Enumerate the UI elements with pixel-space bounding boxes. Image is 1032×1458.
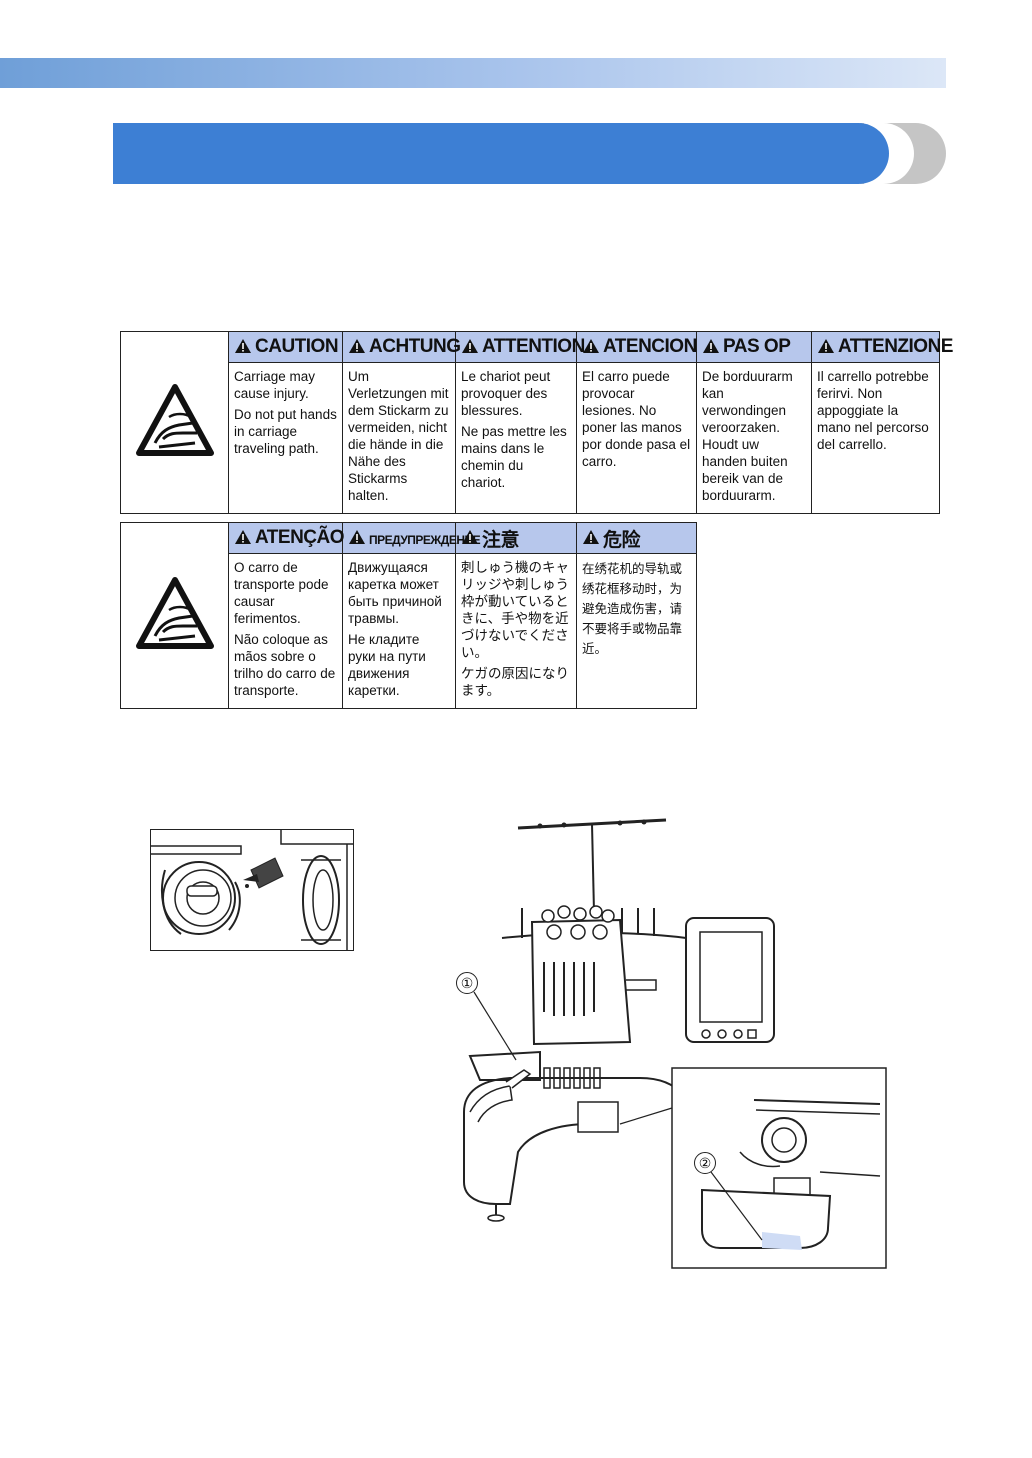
warning-text-ru: Движущаяся каретка может быть причиной т… — [342, 553, 456, 709]
header-attention: ATTENTION — [455, 331, 585, 363]
warning-text-ja: 刺しゅう機のキャリッジや刺しゅう枠が動いているときに、手や物を近づけないでくださ… — [455, 553, 577, 709]
hand-pinch-warning-icon — [120, 522, 229, 709]
embroidery-machine-illustration: ① ② — [440, 812, 900, 1272]
header-caution: CAUTION — [228, 331, 343, 363]
warning-triangle-icon — [462, 530, 478, 545]
header-weixian: 危险 — [576, 522, 697, 554]
callout-2: ② — [694, 1152, 716, 1174]
warning-text-fr: Le chariot peut provoquer des blessures.… — [455, 362, 577, 514]
warning-triangle-icon — [235, 339, 251, 353]
header-chuui: 注意 — [455, 522, 577, 554]
header-preduprezhdenie: ПРЕДУПРЕЖДЕНИЕ — [342, 522, 481, 554]
header-atencion: ATENCION — [576, 331, 697, 363]
warning-label-table-2: ATENÇÃO ПРЕДУПРЕЖДЕНИЕ 注意 危险 O carro de … — [120, 522, 697, 709]
header-band — [0, 58, 946, 88]
warning-triangle-icon — [349, 339, 365, 353]
warning-text-en: Carriage may cause injury.Do not put han… — [228, 362, 343, 514]
warning-text-pt: O carro de transporte pode causar ferime… — [228, 553, 343, 709]
warning-text-es: El carro puede provocar lesiones. No pon… — [576, 362, 697, 514]
warning-triangle-icon — [462, 339, 478, 353]
header-attenzione: ATTENZIONE — [811, 331, 953, 363]
warning-text-it: Il carrello potrebbe ferirvi. Non appogg… — [811, 362, 940, 514]
callout-1: ① — [456, 972, 478, 994]
warning-triangle-icon — [703, 339, 719, 353]
warning-triangle-icon — [583, 530, 599, 545]
header-atencao: ATENÇÃO — [228, 522, 345, 554]
hook-oiling-illustration — [150, 829, 354, 951]
warning-triangle-icon — [583, 339, 599, 353]
warning-label-table-1: CAUTION ACHTUNG ATTENTION ATENCION PAS O… — [120, 331, 953, 514]
header-pas-op: PAS OP — [696, 331, 812, 363]
header-achtung: ACHTUNG — [342, 331, 461, 363]
warning-triangle-icon — [349, 530, 365, 545]
warning-text-nl: De borduurarm kan verwondingen veroorzak… — [696, 362, 812, 514]
hand-pinch-warning-icon — [120, 331, 229, 514]
warning-text-zh: 在绣花机的导轨或绣花框移动时，为避免造成伤害，请不要将手或物品靠近。 — [576, 553, 697, 709]
warning-triangle-icon — [818, 339, 834, 353]
section-title-bar — [113, 123, 889, 184]
warning-text-de: Um Verletzungen mit dem Stickarm zu verm… — [342, 362, 456, 514]
warning-triangle-icon — [235, 530, 251, 544]
